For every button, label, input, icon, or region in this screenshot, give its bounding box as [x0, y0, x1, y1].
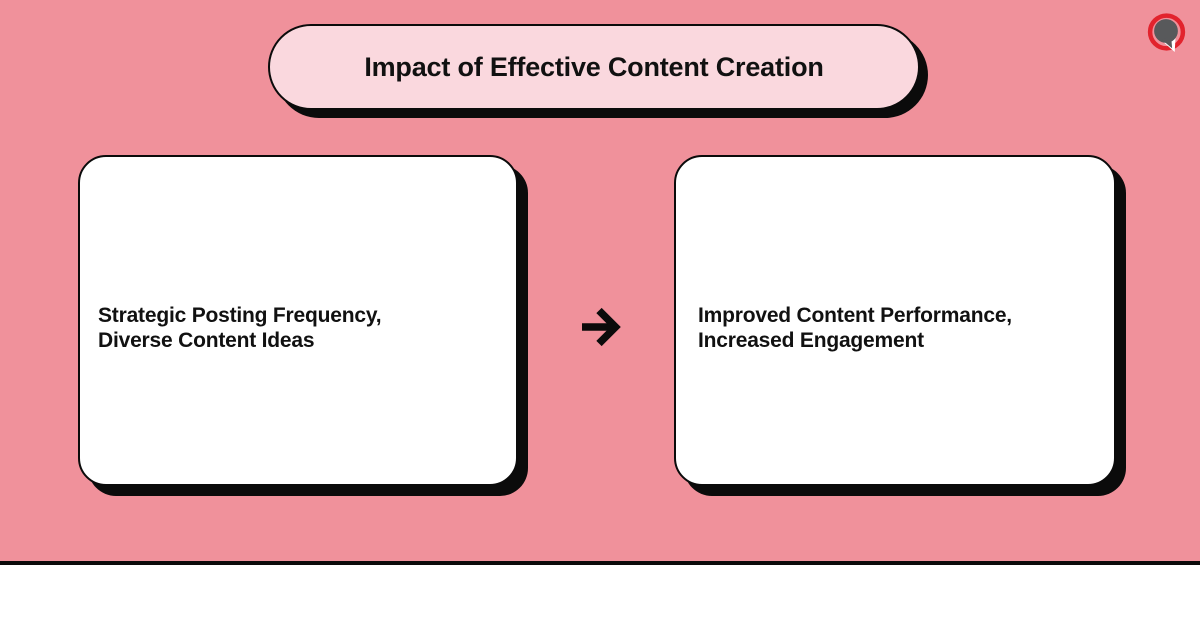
cause-card: Strategic Posting Frequency, Diverse Con…: [78, 155, 518, 486]
title-pill: Impact of Effective Content Creation: [268, 24, 920, 110]
page-title: Impact of Effective Content Creation: [364, 51, 824, 82]
speech-bubble-logo-icon: [1146, 12, 1187, 53]
effect-card-line-2: Increased Engagement: [698, 328, 924, 352]
effect-card-line-1: Improved Content Performance,: [698, 303, 1012, 327]
footer-bar: [0, 561, 1200, 630]
cause-card-line-2: Diverse Content Ideas: [98, 328, 315, 352]
arrow-right-icon: [579, 305, 623, 349]
cause-card-line-1: Strategic Posting Frequency,: [98, 303, 382, 327]
effect-card: Improved Content Performance, Increased …: [674, 155, 1116, 486]
